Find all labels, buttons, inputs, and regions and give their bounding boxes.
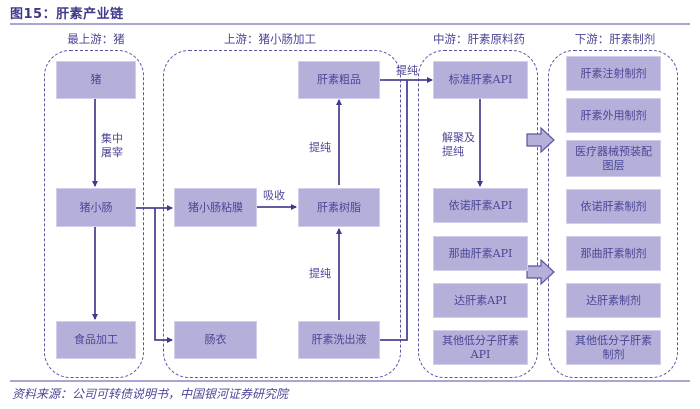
node-enoxaparin-api: 依诺肝素API bbox=[433, 188, 528, 223]
region-midstream bbox=[418, 50, 538, 378]
stage-label-top-upstream: 最上游：猪 bbox=[67, 32, 125, 46]
node-heparin-eluate: 肝素洗出液 bbox=[298, 321, 380, 359]
node-intestinal-mucosa: 猪小肠粘膜 bbox=[174, 188, 257, 227]
edge-label-slaughter: 集中屠宰 bbox=[101, 132, 123, 159]
node-enoxaparin-prep: 依诺肝素制剂 bbox=[566, 189, 661, 224]
bottom-divider bbox=[10, 380, 690, 382]
node-other-lmwh-prep: 其他低分子肝素制剂 bbox=[566, 330, 661, 365]
node-pig-intestine: 猪小肠 bbox=[56, 188, 136, 227]
stage-label-upstream: 上游：猪小肠加工 bbox=[224, 32, 316, 46]
block-arrow-upper bbox=[526, 126, 555, 154]
edge-label-purify-api: 提纯 bbox=[396, 64, 418, 77]
block-arrow-lower bbox=[526, 258, 555, 286]
node-food-processing: 食品加工 bbox=[56, 321, 136, 359]
node-crude-heparin: 肝素粗品 bbox=[298, 61, 380, 99]
edge-intestine-to-casing bbox=[154, 208, 173, 343]
node-dalteparin-api: 达肝素API bbox=[433, 283, 528, 318]
edge-label-purify-eluate: 提纯 bbox=[309, 267, 331, 280]
node-nadroparin-prep: 那曲肝素制剂 bbox=[566, 236, 661, 271]
node-standard-heparin-api: 标准肝素API bbox=[433, 61, 528, 99]
node-other-lmwh-api: 其他低分子肝素API bbox=[433, 330, 528, 365]
edge-label-depolymerize: 解聚及提纯 bbox=[442, 131, 475, 158]
region-upstream bbox=[163, 50, 401, 378]
stage-label-downstream: 下游：肝素制剂 bbox=[574, 32, 656, 46]
node-pig: 猪 bbox=[56, 61, 136, 99]
edge-label-absorb: 吸收 bbox=[263, 189, 285, 202]
top-divider bbox=[10, 23, 690, 25]
edge-eluate-to-api bbox=[380, 80, 408, 341]
figure-title: 图15：肝素产业链 bbox=[10, 7, 124, 22]
node-medical-device-coating: 医疗器械预装配图层 bbox=[566, 140, 661, 177]
node-nadroparin-api: 那曲肝素API bbox=[433, 236, 528, 271]
node-casing: 肠衣 bbox=[174, 321, 257, 359]
node-heparin-resin: 肝素树脂 bbox=[298, 188, 380, 227]
stage-label-midstream: 中游：肝素原料药 bbox=[433, 32, 525, 46]
edge-label-purify-resin: 提纯 bbox=[309, 141, 331, 154]
region-top-upstream bbox=[44, 50, 144, 378]
region-downstream bbox=[548, 50, 678, 378]
figure-source: 资料来源：公司可转债说明书，中国银河证券研究院 bbox=[12, 387, 289, 401]
node-heparin-topical: 肝素外用制剂 bbox=[566, 98, 661, 133]
node-dalteparin-prep: 达肝素制剂 bbox=[566, 283, 661, 318]
node-heparin-injection: 肝素注射制剂 bbox=[566, 56, 661, 91]
